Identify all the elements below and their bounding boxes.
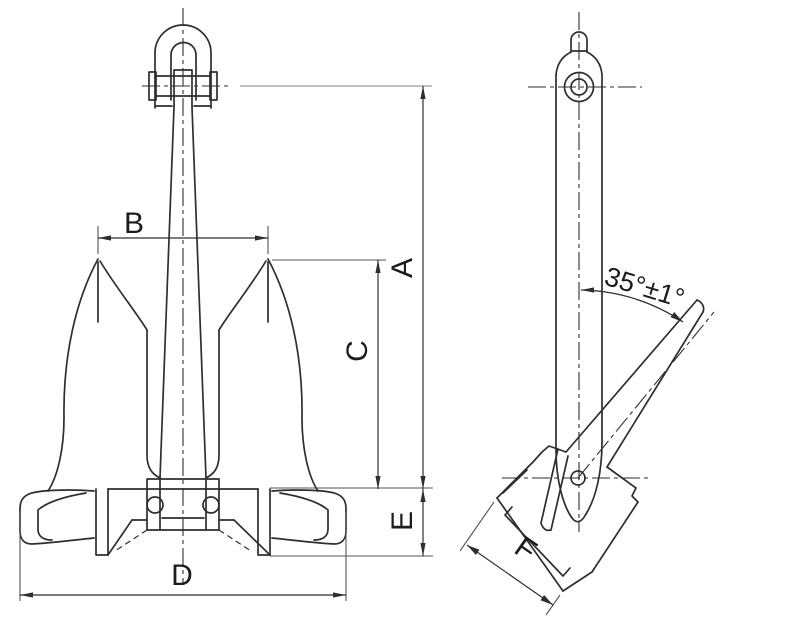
dim-d-arrow-left [20,592,33,598]
crown-side [496,445,593,592]
fluke-blade-upper-edge [565,299,698,453]
dim-label-e: E [386,511,419,531]
dim-a-arrow-bottom [420,476,426,489]
side-view [496,12,715,592]
palm-face-edge [496,497,564,592]
dim-a-arrow-top [420,86,426,99]
dimension-d: D [19,512,347,601]
fluke-inner-plate-strip [540,448,569,532]
dim-f-line [466,544,554,606]
fluke-side [540,299,705,573]
crown-bottom-edge [562,571,593,592]
fluke-left-inner-edge [99,260,161,479]
wing-right-inner-line [279,492,329,541]
shank-head-dome [555,51,603,76]
dim-label-d: D [171,559,193,592]
dimension-c: C [270,259,433,489]
fluke-right [205,258,319,492]
angle-arrow-left [581,287,594,293]
shackle-eye-hole [570,78,588,96]
wing-left-outline [19,489,95,545]
dim-b-arrow-right [255,235,268,241]
fluke-axis-centerline [577,311,715,479]
shackle-eye-outer [563,71,595,103]
dimension-b: B [97,207,269,254]
dimension-e: E [270,489,433,557]
palm-inner-plate-line [504,506,571,577]
shackle-inner-bow [170,41,197,101]
wing-left-inner-line [37,492,87,541]
shackle-outer-bow [154,24,212,109]
dim-f-arrow-left [467,545,480,555]
fluke-blade-lower-edge [606,311,704,468]
shackle-front [142,24,232,109]
fluke-left-outer-edge [47,258,99,492]
wing-right-outline [271,489,347,545]
fluke-base-edge [591,466,639,573]
crown-pin-left [146,496,164,514]
angle-label: 35°±1° [601,261,688,314]
front-view [19,8,347,585]
angle-dimension: 35°±1° [580,261,688,323]
shank-bottom-tip [571,513,587,523]
palm-inner-top-line [502,469,528,494]
shank-side [555,31,603,523]
shackle-pin-body [155,75,211,97]
dim-b-extension-ticks [97,226,269,254]
dim-d-arrow-right [333,592,346,598]
dim-c-arrow-bottom [375,476,381,489]
pivot-pin-hole [570,470,586,486]
fluke-left [47,258,161,492]
fluke-tip-cap [696,299,705,313]
fluke-right-inner-edge [205,260,267,479]
crown-under-diagonals [107,519,271,556]
crown-slot-left [95,488,109,556]
crown-front [19,477,347,556]
dimension-f: F [459,501,561,616]
dim-label-c: C [341,340,374,362]
dim-f-arrow-right [540,595,553,605]
shackle-pin-caps [148,71,218,101]
dimension-a: A [240,85,432,489]
crown-notch [532,445,567,463]
dim-d-extension-lines [19,512,347,601]
dim-label-b: B [124,207,144,240]
dim-label-a: A [386,258,419,278]
angle-arrow-right [670,312,683,322]
crown-hidden-diagonals [114,529,252,552]
dim-e-arrow-top [420,489,426,502]
dim-e-arrow-bottom [420,543,426,556]
shackle-lug-side [570,31,588,53]
shank-front [159,106,207,479]
crown-box-inner-lines [159,477,207,531]
fluke-right-outer-edge [267,258,319,492]
crown-pin-right [202,496,220,514]
dim-c-arrow-top [375,260,381,273]
dim-b-arrow-left [98,235,111,241]
